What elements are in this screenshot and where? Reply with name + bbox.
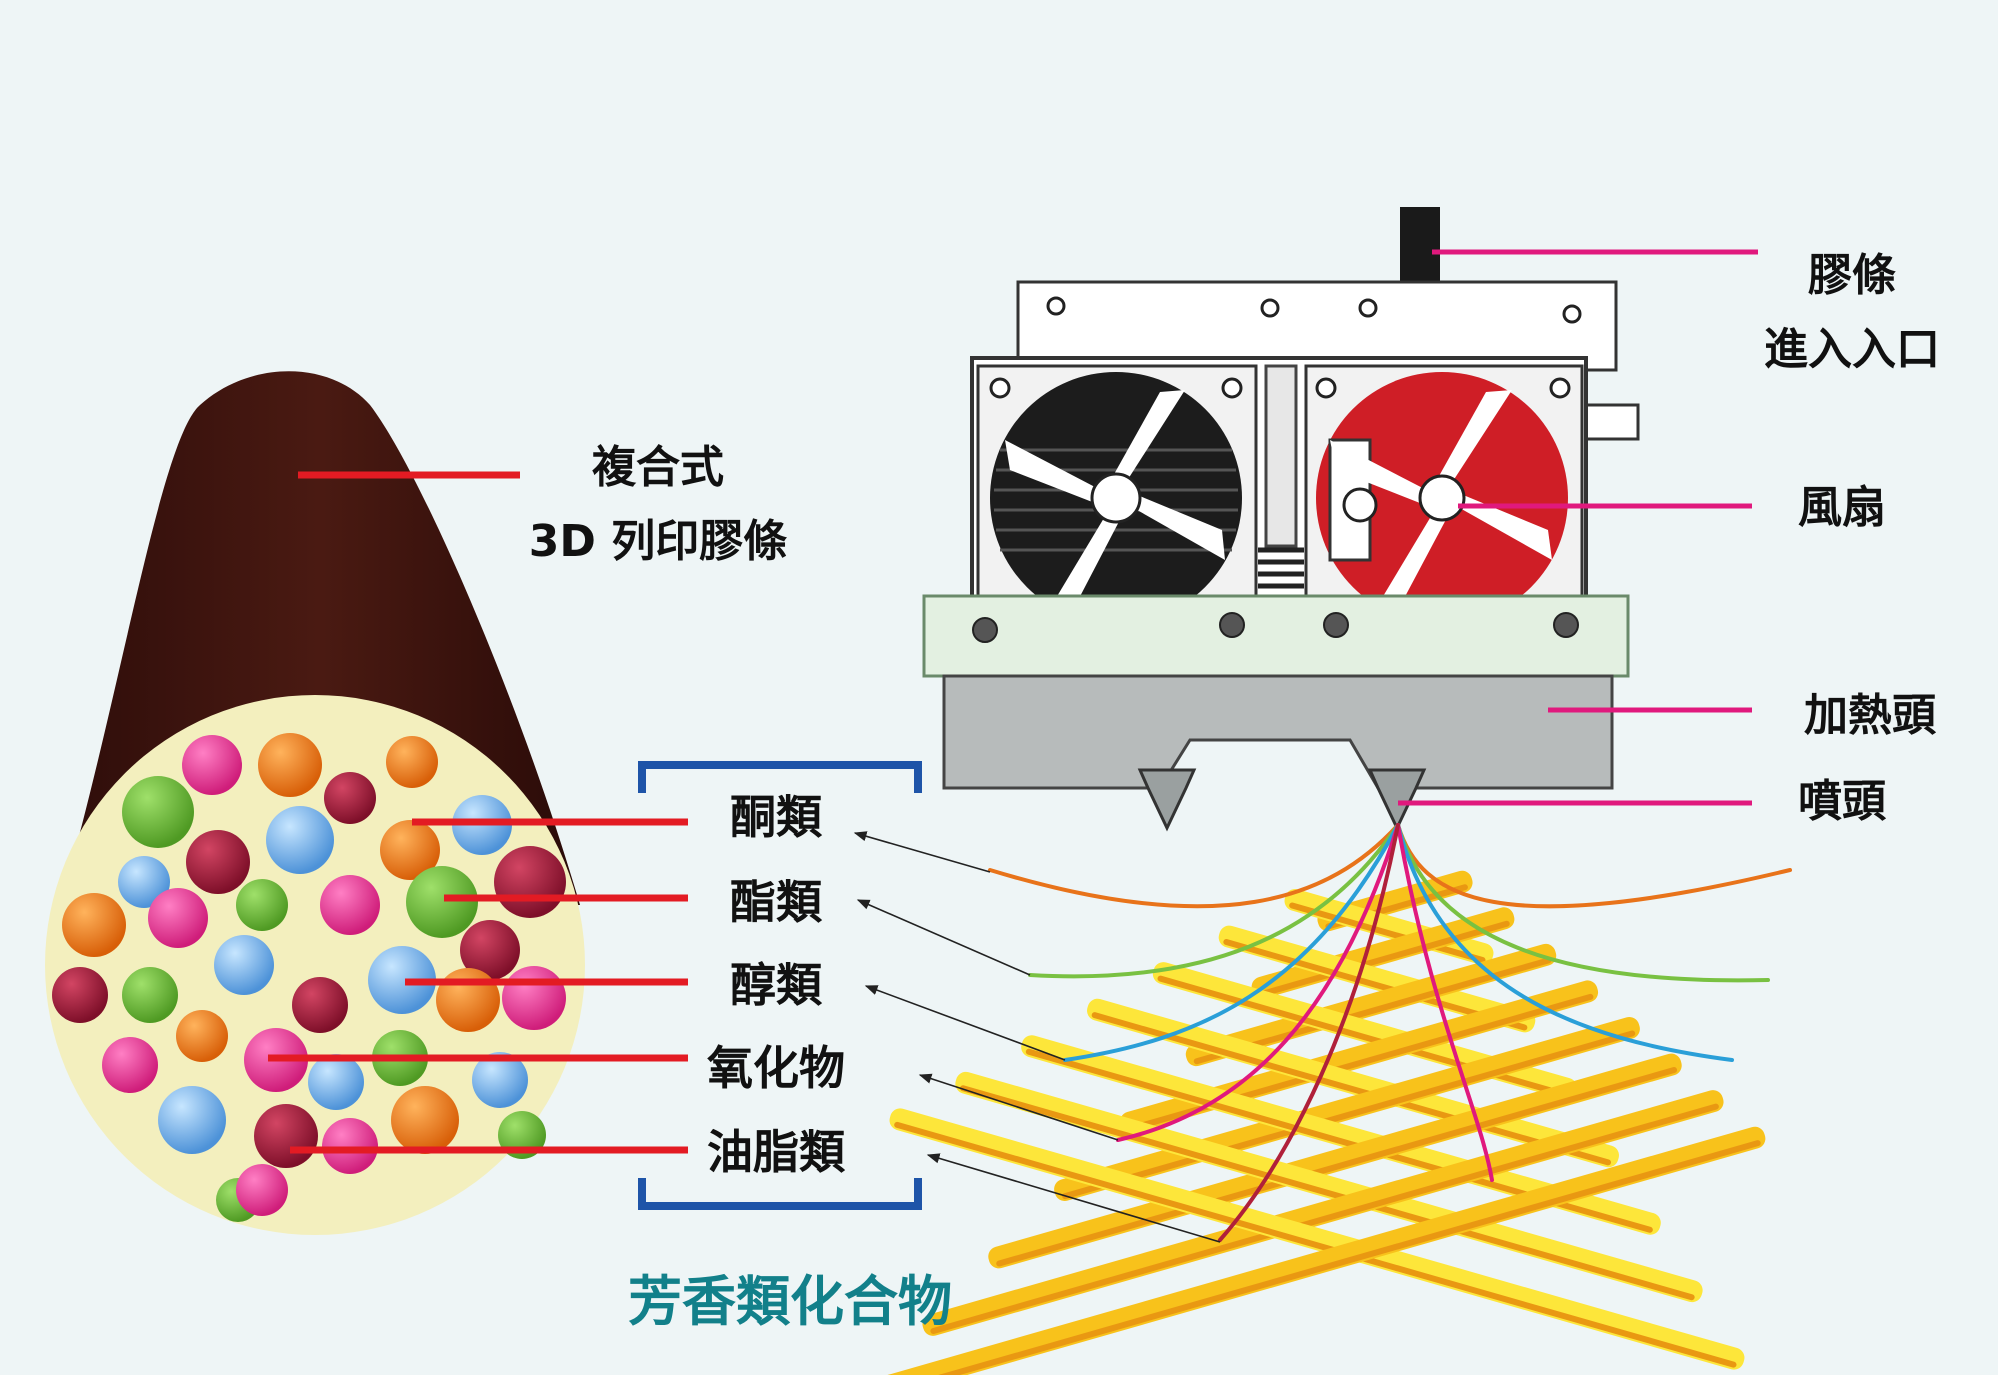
granule [176,1010,228,1062]
compound-label-oxide: 氧化物 [707,1041,845,1095]
compound-label-ketone: 酮類 [730,790,823,844]
printed-layer-shadow [894,1121,1737,1368]
compound-leaders [268,818,688,1154]
printed-layer-shadow [930,1103,1719,1334]
granule [62,893,126,957]
stream-oxide-right [1396,823,1494,1182]
fan-right [1304,364,1584,632]
granule [406,866,478,938]
mounting-rail [922,594,1630,678]
aroma-granules [52,733,566,1222]
stream-ketone [988,823,1400,909]
compound-bracket [638,761,922,1210]
aroma-streams [988,823,1792,1242]
filament-illustration [45,371,585,1235]
top-plate-screws [1046,296,1582,324]
nozzle-right [1367,768,1427,832]
printer-leaders [1398,249,1758,806]
granule [236,1164,288,1216]
granule [122,776,194,848]
granule [324,772,376,824]
granule [148,888,208,948]
compound-label-ester: 酯類 [730,875,823,929]
printer-label-heater: 加熱頭 [1804,690,1937,741]
printed-layer-shadow [864,1140,1761,1375]
granule [436,968,500,1032]
compound-group-title: 芳香類化合物 [628,1270,952,1333]
printed-layer-shadow [1193,957,1552,1065]
compound-label-alcohol: 醇類 [730,958,823,1012]
stream-alcohol [1063,823,1400,1062]
granule [502,966,566,1030]
printed-layer-shadow [1259,920,1510,997]
granule [386,736,438,788]
granule [266,806,334,874]
granule [236,879,288,931]
printed-layer-shadow [1223,939,1528,1031]
stream-oil [1218,823,1400,1242]
printer-label-inlet-line2: 進入入口 [1764,324,1940,375]
printer-label-fan: 風扇 [1798,482,1886,533]
filament-inlet-stub [1400,207,1440,287]
granule [308,1054,364,1110]
heat-sink-coil [1258,364,1304,625]
granule [182,735,242,795]
printer-label-nozzle: 噴頭 [1798,776,1887,827]
side-bracket [1578,403,1640,441]
printed-object-pyramid [856,870,1766,1375]
granule [322,1118,378,1174]
granule [292,977,348,1033]
granule [460,920,520,980]
granule [102,1037,158,1093]
granule [186,830,250,894]
granule [158,1086,226,1154]
granule [52,967,108,1023]
filament-label-line1: 複合式 [592,442,724,493]
filament-label-line2: 3D 列印膠條 [529,516,787,567]
printed-layer-shadow [960,1085,1695,1301]
stream-alcohol-right [1396,823,1734,1062]
printed-layer-shadow [996,1067,1678,1267]
stream-ester [1028,823,1400,979]
granule [380,820,440,880]
granule [258,733,322,797]
granule [472,1052,528,1108]
rail-screws [972,612,1579,643]
fan-left [976,364,1258,632]
printed-layer-shadow [1025,1048,1653,1233]
compound-label-oil: 油脂類 [707,1125,846,1179]
heater-block [942,674,1614,790]
granule [368,946,436,1014]
granule [118,856,170,908]
print-head-illustration [922,207,1640,832]
granule [494,846,566,918]
granule [391,1086,459,1154]
nozzle-left [1137,768,1197,832]
stream-oxide [1116,823,1400,1142]
printer-label-inlet-line1: 膠條 [1808,250,1896,301]
granule [214,935,274,995]
granule [320,875,380,935]
granule [254,1104,318,1168]
stream-ester-right [1396,823,1770,983]
granule [122,967,178,1023]
stream-arrows [853,831,1221,1243]
top-plate [1016,280,1618,372]
